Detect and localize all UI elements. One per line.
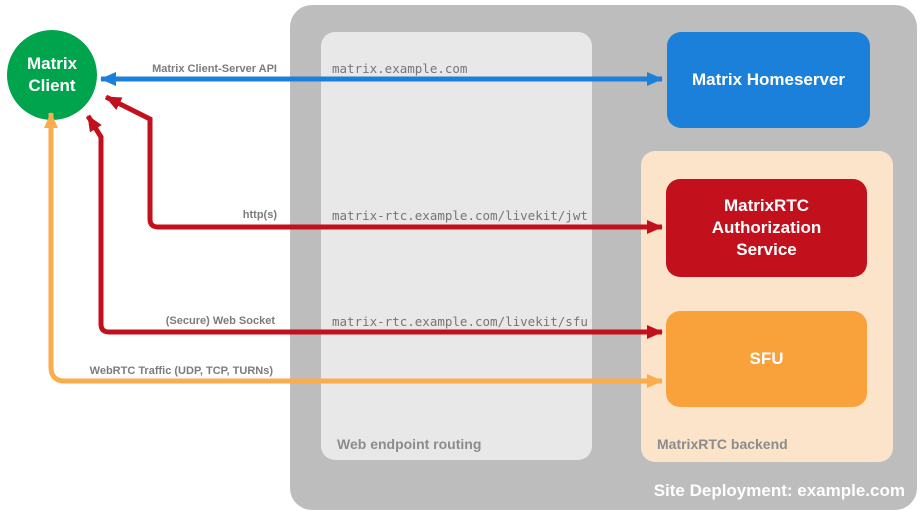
- site-deployment-caption: Site Deployment: example.com: [653, 481, 905, 500]
- matrix-homeserver-node: Matrix Homeserver: [667, 32, 870, 128]
- matrix-client-label-line2: Client: [28, 76, 76, 95]
- matrixrtc-backend-caption: MatrixRTC backend: [657, 436, 788, 452]
- sfu-node: SFU: [666, 311, 867, 407]
- webrtc-traffic-arrow-label: WebRTC Traffic (UDP, TCP, TURNs): [89, 365, 273, 377]
- web-endpoint-routing-container: [321, 32, 592, 460]
- route-livekit-jwt: matrix-rtc.example.com/livekit/jwt: [332, 208, 588, 223]
- matrixrtc-authorization-service-label: MatrixRTC Authorization Service: [711, 196, 822, 259]
- matrix-homeserver-label: Matrix Homeserver: [691, 70, 846, 89]
- matrixrtc-authorization-service-node: MatrixRTC Authorization Service: [666, 179, 867, 277]
- web-endpoint-routing-caption: Web endpoint routing: [337, 436, 482, 452]
- route-livekit-sfu: matrix-rtc.example.com/livekit/sfu: [332, 314, 588, 329]
- matrix-client-node: Matrix Client: [7, 30, 97, 120]
- http-jwt-arrow-label: http(s): [242, 209, 277, 221]
- client-server-api-arrow-label: Matrix Client-Server API: [152, 63, 277, 75]
- sfu-label: SFU: [749, 349, 784, 368]
- route-matrix-example-com: matrix.example.com: [332, 61, 468, 76]
- matrix-client-label-line1: Matrix: [26, 54, 78, 73]
- websocket-sfu-arrow-label: (Secure) Web Socket: [165, 315, 275, 327]
